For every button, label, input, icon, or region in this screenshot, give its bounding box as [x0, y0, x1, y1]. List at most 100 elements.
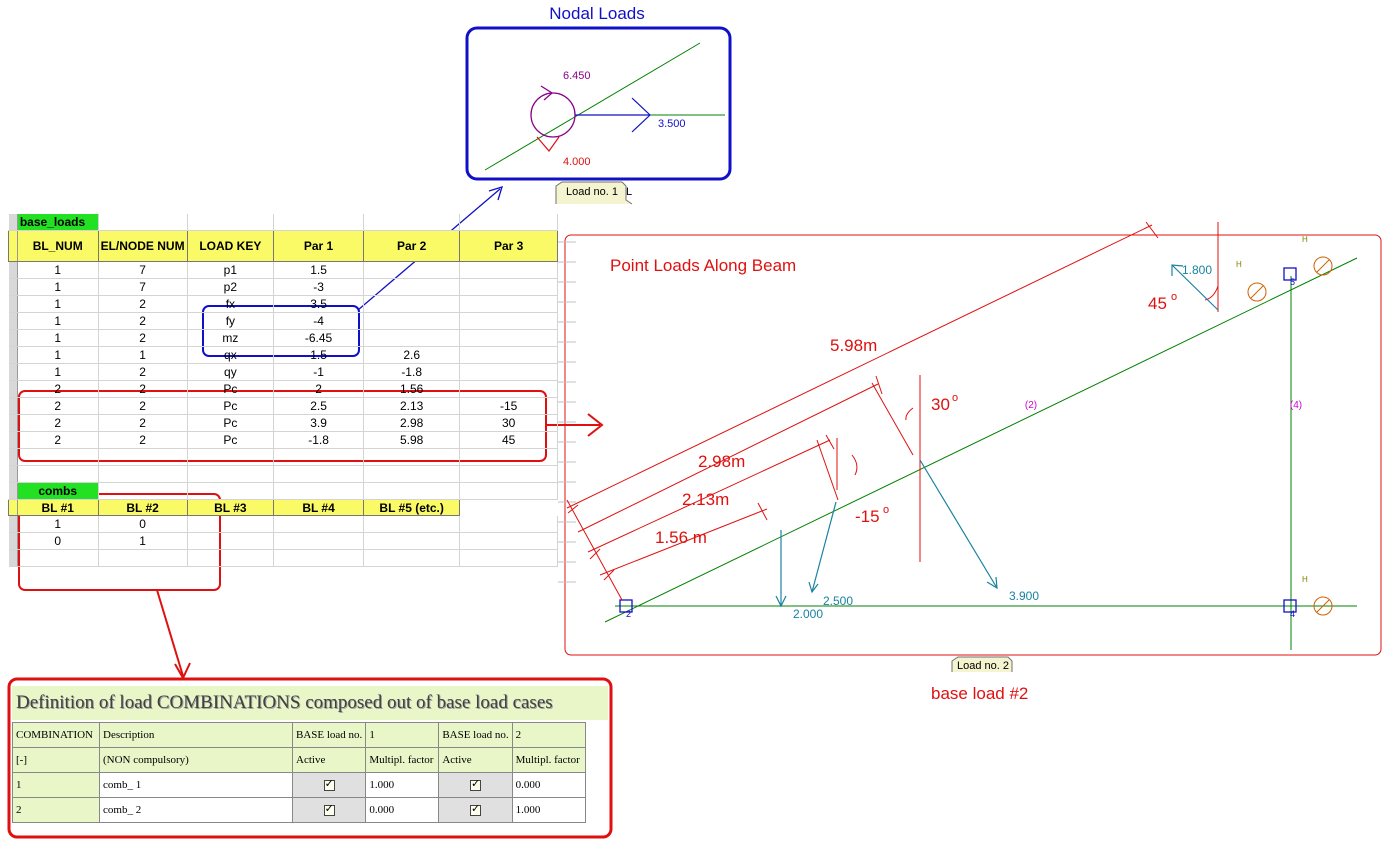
comb-col-header[interactable]: BL #2	[97, 499, 188, 516]
table-cell[interactable]: 1.5	[273, 346, 364, 364]
col-header[interactable]: Par 2	[362, 230, 461, 262]
table-cell[interactable]: -1.8	[363, 363, 461, 381]
table-cell[interactable]: -1.8	[273, 431, 364, 449]
table-cell[interactable]	[459, 329, 558, 347]
table-cell[interactable]: 2.98	[363, 414, 461, 432]
active-checkbox[interactable]: ✓	[323, 778, 335, 791]
table-cell[interactable]: Pc	[187, 380, 275, 398]
table-cell[interactable]	[459, 346, 558, 364]
table-cell[interactable]	[363, 312, 461, 330]
active-checkbox-cell[interactable]: ✓	[438, 797, 513, 823]
nodal-tab-label[interactable]: Load no. 1	[566, 186, 618, 198]
table-cell[interactable]: 2	[98, 312, 188, 330]
table-cell[interactable]	[459, 380, 558, 398]
description-field[interactable]: comb_ 1	[99, 772, 293, 798]
table-cell[interactable]: 2	[17, 431, 99, 449]
active-checkbox[interactable]: ✓	[469, 803, 481, 816]
base-loads-label[interactable]: base_loads	[17, 214, 99, 231]
col-header[interactable]: EL/NODE NUM	[97, 230, 188, 262]
table-cell[interactable]: 2	[98, 363, 188, 381]
factor-field[interactable]: 0.000	[365, 797, 440, 823]
table-cell[interactable]: 7	[98, 278, 188, 296]
table-cell[interactable]	[273, 515, 364, 533]
table-cell[interactable]: 1	[17, 295, 99, 313]
table-cell[interactable]: qx	[187, 346, 275, 364]
table-cell[interactable]	[459, 261, 558, 279]
table-cell[interactable]: 2	[273, 380, 364, 398]
description-value[interactable]: comb_ 2	[103, 804, 142, 816]
table-cell[interactable]: Pc	[187, 414, 275, 432]
active-checkbox-cell[interactable]: ✓	[291, 772, 367, 798]
table-cell[interactable]	[459, 363, 558, 381]
table-cell[interactable]: 2	[98, 329, 188, 347]
table-cell[interactable]: 3.5	[273, 295, 364, 313]
table-cell[interactable]	[459, 312, 558, 330]
table-cell[interactable]: 2.5	[273, 397, 364, 415]
description-value[interactable]: comb_ 1	[103, 779, 142, 791]
table-cell[interactable]	[459, 278, 558, 296]
table-cell[interactable]	[363, 515, 461, 533]
table-cell[interactable]: 2	[17, 380, 99, 398]
table-cell[interactable]	[187, 515, 275, 533]
col-header[interactable]: LOAD KEY	[186, 230, 275, 262]
table-cell[interactable]: 1	[17, 261, 99, 279]
col-header[interactable]: Par 3	[459, 230, 558, 262]
factor-field[interactable]: 1.000	[365, 772, 440, 798]
table-cell[interactable]	[273, 532, 364, 550]
factor-field[interactable]: 0.000	[511, 772, 586, 798]
table-cell[interactable]: Pc	[187, 431, 275, 449]
table-cell[interactable]: -3	[273, 278, 364, 296]
table-cell[interactable]: 30	[459, 414, 558, 432]
table-cell[interactable]: 2	[98, 414, 188, 432]
table-cell[interactable]: 2	[17, 414, 99, 432]
active-checkbox[interactable]: ✓	[469, 778, 481, 791]
table-cell[interactable]	[187, 532, 275, 550]
table-cell[interactable]: 45	[459, 431, 558, 449]
table-cell[interactable]: p2	[187, 278, 275, 296]
table-cell[interactable]	[363, 278, 461, 296]
table-cell[interactable]: 1	[98, 346, 188, 364]
table-cell[interactable]	[363, 261, 461, 279]
table-cell[interactable]: 2	[98, 380, 188, 398]
comb-col-header[interactable]: BL #3	[186, 499, 275, 516]
table-cell[interactable]: 2.13	[363, 397, 461, 415]
comb-col-header[interactable]: BL #1	[16, 499, 99, 516]
table-cell[interactable]: qy	[187, 363, 275, 381]
table-cell[interactable]: 5.98	[363, 431, 461, 449]
table-cell[interactable]: 1.5	[273, 261, 364, 279]
table-cell[interactable]: -1	[273, 363, 364, 381]
table-cell[interactable]: 1	[17, 363, 99, 381]
table-cell[interactable]: 2	[98, 431, 188, 449]
table-cell[interactable]: 0	[17, 532, 99, 550]
combs-label[interactable]: combs	[17, 482, 99, 500]
description-field[interactable]: comb_ 2	[99, 797, 293, 823]
table-cell[interactable]: 1	[17, 278, 99, 296]
table-cell[interactable]: 1	[17, 329, 99, 347]
table-cell[interactable]: 2	[17, 397, 99, 415]
table-cell[interactable]: fy	[187, 312, 275, 330]
table-cell[interactable]: fx	[187, 295, 275, 313]
comb-col-header[interactable]: BL #5 (etc.)	[362, 499, 461, 516]
active-checkbox-cell[interactable]: ✓	[438, 772, 513, 798]
table-cell[interactable]: -4	[273, 312, 364, 330]
comb-col-header[interactable]: BL #4	[273, 499, 364, 516]
table-cell[interactable]: 1	[98, 532, 188, 550]
table-cell[interactable]: -15	[459, 397, 558, 415]
factor-field[interactable]: 1.000	[511, 797, 586, 823]
table-cell[interactable]: 1	[17, 312, 99, 330]
table-cell[interactable]	[459, 295, 558, 313]
table-cell[interactable]: 3.9	[273, 414, 364, 432]
table-cell[interactable]: 7	[98, 261, 188, 279]
table-cell[interactable]: mz	[187, 329, 275, 347]
nodal-tab-stub[interactable]: L	[626, 186, 632, 198]
table-cell[interactable]: 2	[98, 295, 188, 313]
col-header[interactable]: Par 1	[273, 230, 364, 262]
table-cell[interactable]	[363, 329, 461, 347]
table-cell[interactable]	[363, 532, 461, 550]
table-cell[interactable]: 1	[17, 515, 99, 533]
table-cell[interactable]: 2.6	[363, 346, 461, 364]
active-checkbox[interactable]: ✓	[323, 803, 335, 816]
table-cell[interactable]	[363, 295, 461, 313]
beam-tab-label[interactable]: Load no. 2	[957, 660, 1009, 672]
table-cell[interactable]: -6.45	[273, 329, 364, 347]
